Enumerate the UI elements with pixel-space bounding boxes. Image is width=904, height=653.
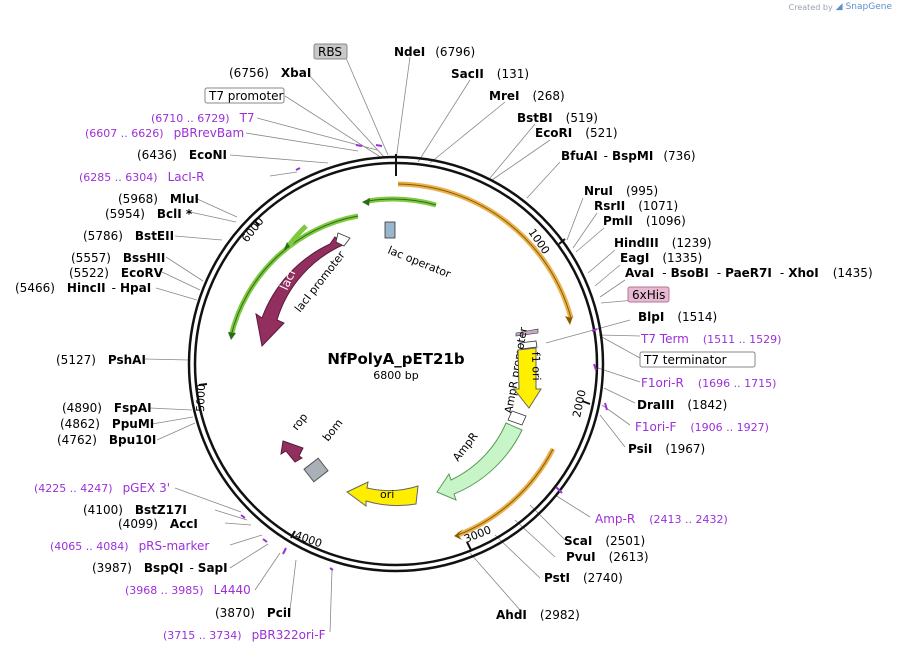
- primer-f1ori-r: F1ori-R(1696 .. 1715): [641, 376, 776, 390]
- site-bfuai-bspmi: BfuAI-BspMI(736): [561, 149, 696, 163]
- site-hindiii: HindIII(1239): [614, 236, 712, 250]
- label-t7-promoter: T7 promoter: [208, 89, 284, 103]
- site-fspai: (4890)FspAI: [62, 401, 152, 415]
- site-bcli: (5954)BclI *: [105, 207, 193, 221]
- site-xbai: (6756)XbaI: [229, 66, 311, 80]
- site-pcii: (3870)PciI: [215, 606, 291, 620]
- site-avai-group: AvaI-BsoBI-PaeR7I-XhoI(1435): [625, 266, 873, 280]
- site-mrei: MreI(268): [489, 89, 565, 103]
- site-econi: (6436)EcoNI: [137, 148, 227, 162]
- primer-pgex: (4225 .. 4247)pGEX 3': [34, 481, 170, 495]
- primer-amp-r: Amp-R(2413 .. 2432): [595, 512, 728, 526]
- primer-t7-term: T7 Term(1511 .. 1529): [640, 332, 781, 346]
- feature-ampr: AmpR: [450, 430, 481, 464]
- site-scai: ScaI(2501): [564, 534, 645, 548]
- credit-brand: SnapGene: [845, 2, 892, 12]
- f1-ori-arrow: [512, 347, 542, 409]
- primer-markers: [240, 144, 608, 571]
- label-t7-terminator: T7 terminator: [643, 353, 727, 367]
- site-pmli: PmlI(1096): [603, 214, 686, 228]
- site-pshai: (5127)PshAI: [56, 353, 146, 367]
- site-bstbi: BstBI(519): [517, 111, 598, 125]
- site-pvui: PvuI(2613): [566, 550, 649, 564]
- tick-label-6000: 6000: [239, 215, 266, 245]
- snapgene-logo-icon: ◢: [835, 2, 843, 12]
- site-nrui: NruI(995): [584, 184, 658, 198]
- feature-lac-operator: lac operator: [386, 244, 453, 281]
- primer-laci-r: (6285 .. 6304)LacI-R: [79, 170, 204, 184]
- site-ecorv: (5522)EcoRV: [69, 266, 164, 280]
- ampr-arrow: [436, 422, 523, 501]
- site-sacii: SacII(131): [451, 67, 529, 81]
- feature-ori: ori: [380, 488, 394, 501]
- primer-pbrrevbam: (6607 .. 6626)pBRrevBam: [85, 126, 244, 140]
- site-mlui: (5968)MluI: [118, 192, 199, 206]
- site-ecori: EcoRI(521): [535, 126, 618, 140]
- primer-f1ori-f: F1ori-F(1906 .. 1927): [635, 420, 769, 434]
- site-acci: (4099)AccI: [118, 517, 198, 531]
- site-eagi: EagI(1335): [620, 251, 702, 265]
- laci-arrow: [255, 236, 347, 348]
- feature-bom: bom: [320, 417, 345, 444]
- lac-operator-box: [384, 221, 396, 239]
- site-draiii: DraIII(1842): [637, 398, 727, 412]
- label-6xhis: 6xHis: [632, 288, 665, 302]
- ori-arrow: [346, 481, 419, 507]
- site-blpi: BlpI(1514): [638, 310, 717, 324]
- site-bstz17i: (4100)BstZ17I: [83, 503, 187, 517]
- plasmid-name: NfPolyA_pET21b: [327, 350, 464, 368]
- primer-prs-marker: (4065 .. 4084)pRS-marker: [50, 539, 209, 553]
- primer-l4440: (3968 .. 3985)L4440: [125, 583, 251, 597]
- label-rbs: RBS: [318, 45, 342, 59]
- site-bspqi-sapi: (3987)BspQI-SapI: [92, 561, 228, 575]
- credit-prefix: Created by: [788, 2, 833, 12]
- plasmid-size: 6800 bp: [373, 369, 418, 382]
- site-ahdi: AhdI(2982): [496, 608, 580, 622]
- laci-promoter-box: [335, 232, 351, 247]
- site-ndei: NdeI(6796): [394, 45, 475, 59]
- site-ppumi: (4862)PpuMI: [60, 417, 154, 431]
- orange-arc-bottom: [457, 447, 556, 538]
- site-bsteii: (5786)BstEII: [83, 229, 174, 243]
- snapgene-credit: Created by ◢ SnapGene: [789, 2, 892, 12]
- site-hincii-hpai: (5466)HincII-HpaI: [15, 281, 151, 295]
- tick-label-2000: 2000: [570, 389, 589, 419]
- primer-pbr322ori-f: (3715 .. 3734)pBR322ori-F: [163, 628, 326, 642]
- site-bpu10i: (4762)Bpu10I: [57, 433, 156, 447]
- feature-rop: rop: [289, 411, 310, 433]
- tick-label-5000: 5000: [194, 384, 208, 412]
- site-rsrii: RsrII(1071): [594, 199, 678, 213]
- feature-f1-ori: f1 ori: [529, 352, 543, 381]
- primer-t7: (6710 .. 6729)T7: [151, 111, 255, 125]
- rop-arrow: [280, 440, 304, 463]
- bom-box: [303, 457, 329, 483]
- tick-marks: [198, 154, 591, 551]
- site-psti: PstI(2740): [544, 571, 623, 585]
- site-bsshii: (5557)BssHII: [71, 251, 165, 265]
- connector-lines: [144, 56, 641, 633]
- site-psii: PsiI(1967): [628, 442, 705, 456]
